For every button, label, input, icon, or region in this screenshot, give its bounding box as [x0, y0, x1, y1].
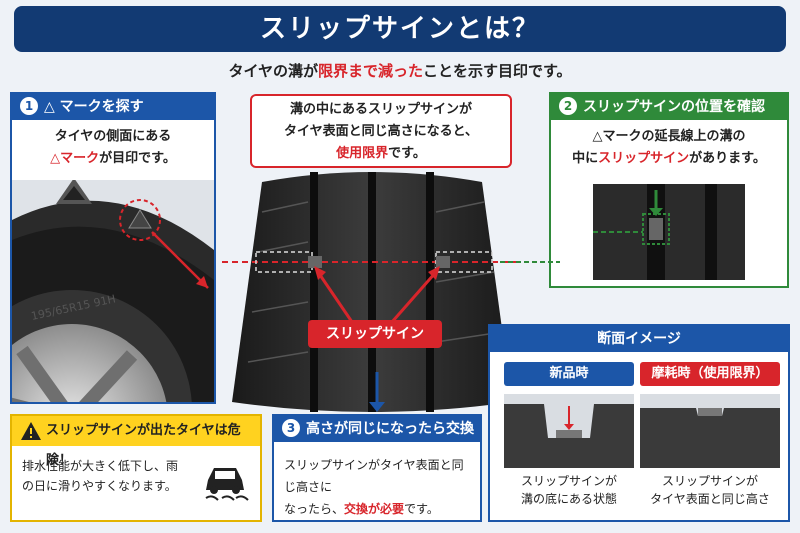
panel2-line1: △マークの延長線上の溝の [592, 129, 746, 144]
down-arrow-icon [369, 402, 385, 412]
slip-sign-left [308, 256, 322, 268]
arrow-head-icon [196, 276, 208, 288]
subtitle-highlight: 限界まで減った [318, 62, 424, 80]
panel1-heading: △ マークを探す [44, 99, 144, 115]
danger-warning-panel: スリップサインが出たタイヤは危険！ 排水性能が大きく低下し、雨の日に滑りやすくな… [10, 414, 262, 522]
panel2-line2: 中にスリップサインがあります。 [551, 148, 787, 170]
slip-sign-label: スリップサイン [308, 320, 442, 348]
connector-line [500, 261, 560, 263]
panel3-line1: スリップサインがタイヤ表面と同じ高さに [284, 458, 464, 494]
step-number-2: 2 [559, 97, 577, 115]
slip-sign-bump [698, 408, 722, 416]
subtitle-part2: ことを示す目印です。 [423, 62, 572, 80]
panel-cross-section-image: 断面イメージ 新品時 摩耗時（使用限界） スリップサインが 溝の底にある状態 ス… [488, 324, 790, 522]
slip-sign-closeup [649, 218, 663, 240]
worn-tire-cross-section [640, 394, 780, 468]
panel1-line2: △マークが目印です。 [12, 148, 214, 170]
down-arrow-icon [649, 208, 663, 216]
worn-caption-line1: スリップサインが [661, 474, 758, 488]
warning-heading: スリップサインが出たタイヤは危険！ [46, 423, 241, 468]
slip-sign-bump [556, 430, 582, 438]
note-line3: 使用限界です。 [252, 143, 510, 165]
warning-body: 排水性能が大きく低下し、雨の日に滑りやすくなります。 [22, 459, 179, 493]
note-line2: タイヤ表面と同じ高さになると、 [283, 124, 479, 139]
panel1-line1: タイヤの側面にある [54, 129, 172, 144]
note-line3-rest: です。 [388, 146, 426, 161]
subtitle: タイヤの溝が限界まで減ったことを示す目印です。 [0, 60, 800, 81]
panel1-highlight: △マーク [50, 151, 100, 166]
triangle-callout-icon [56, 180, 92, 204]
worn-caption-line2: タイヤ表面と同じ高さ [650, 492, 770, 506]
subtitle-part1: タイヤの溝が [228, 62, 319, 80]
panel1-line2-rest: が目印です。 [99, 151, 176, 166]
new-caption-line2: 溝の底にある状態 [520, 492, 617, 506]
triangle-mark [119, 199, 161, 241]
warning-header: スリップサインが出たタイヤは危険！ [12, 416, 260, 468]
note-highlight: 使用限界 [336, 146, 389, 161]
new-tire-tag: 新品時 [504, 362, 634, 386]
note-line1: 溝の中にあるスリップサインが [289, 102, 472, 117]
panel2-line2a: 中に [572, 151, 599, 166]
slip-sign-right [436, 256, 450, 268]
step-number-1: 1 [20, 97, 38, 115]
panel3-body: スリップサインがタイヤ表面と同じ高さに なったら、交換が必要です。 [274, 442, 480, 520]
panel2-line2b: があります。 [689, 151, 766, 166]
panel4-heading: 断面イメージ [490, 326, 788, 352]
red-arrow-line [151, 231, 209, 289]
warning-triangle-icon [21, 422, 41, 440]
new-tire-cross-section [504, 394, 634, 468]
panel-replace-when-same-height: 3 高さが同じになったら交換 スリップサインがタイヤ表面と同じ高さに なったら、交… [272, 414, 482, 522]
panel3-line2a: なったら、 [284, 502, 345, 516]
panel3-line2: なったら、交換が必要です。 [284, 498, 474, 520]
panel2-header: 2 スリップサインの位置を確認 [551, 94, 787, 120]
new-tire-caption: スリップサインが 溝の底にある状態 [504, 472, 634, 508]
panel1-header: 1 △ マークを探す [12, 94, 214, 120]
arrow-head-icon [428, 266, 440, 280]
panel1-text: タイヤの側面にある △マークが目印です。 [12, 126, 214, 170]
step-number-3: 3 [282, 419, 300, 437]
down-arrow-icon [564, 424, 574, 430]
worn-tire-caption: スリップサインが タイヤ表面と同じ高さ [640, 472, 780, 508]
panel-find-triangle-mark: 1 △ マークを探す タイヤの側面にある △マークが目印です。 195/65R15… [10, 92, 216, 404]
arrow-head-icon [314, 266, 326, 280]
panel3-line2b: です。 [404, 502, 439, 516]
panel3-heading: 高さが同じになったら交換 [306, 421, 474, 437]
tire-tread-illustration [222, 172, 522, 412]
panel3-header: 3 高さが同じになったら交換 [274, 416, 480, 442]
panel3-highlight: 交換が必要 [344, 502, 405, 516]
panel2-highlight: スリップサイン [598, 151, 690, 166]
skidding-car-icon [205, 468, 249, 501]
groove-closeup-photo [593, 184, 745, 280]
panel2-text: △マークの延長線上の溝の 中にスリップサインがあります。 [551, 126, 787, 170]
tire-sidewall-illustration: 195/65R15 91H [12, 180, 214, 402]
new-caption-line1: スリップサインが [520, 474, 617, 488]
page-title: スリップサインとは？ [14, 6, 786, 52]
slip-sign-explanation-note: 溝の中にあるスリップサインが タイヤ表面と同じ高さになると、 使用限界です。 [250, 94, 512, 168]
panel2-heading: スリップサインの位置を確認 [583, 99, 765, 115]
worn-tire-tag: 摩耗時（使用限界） [640, 362, 780, 386]
panel-confirm-slip-sign-position: 2 スリップサインの位置を確認 △マークの延長線上の溝の 中にスリップサインがあり… [549, 92, 789, 288]
